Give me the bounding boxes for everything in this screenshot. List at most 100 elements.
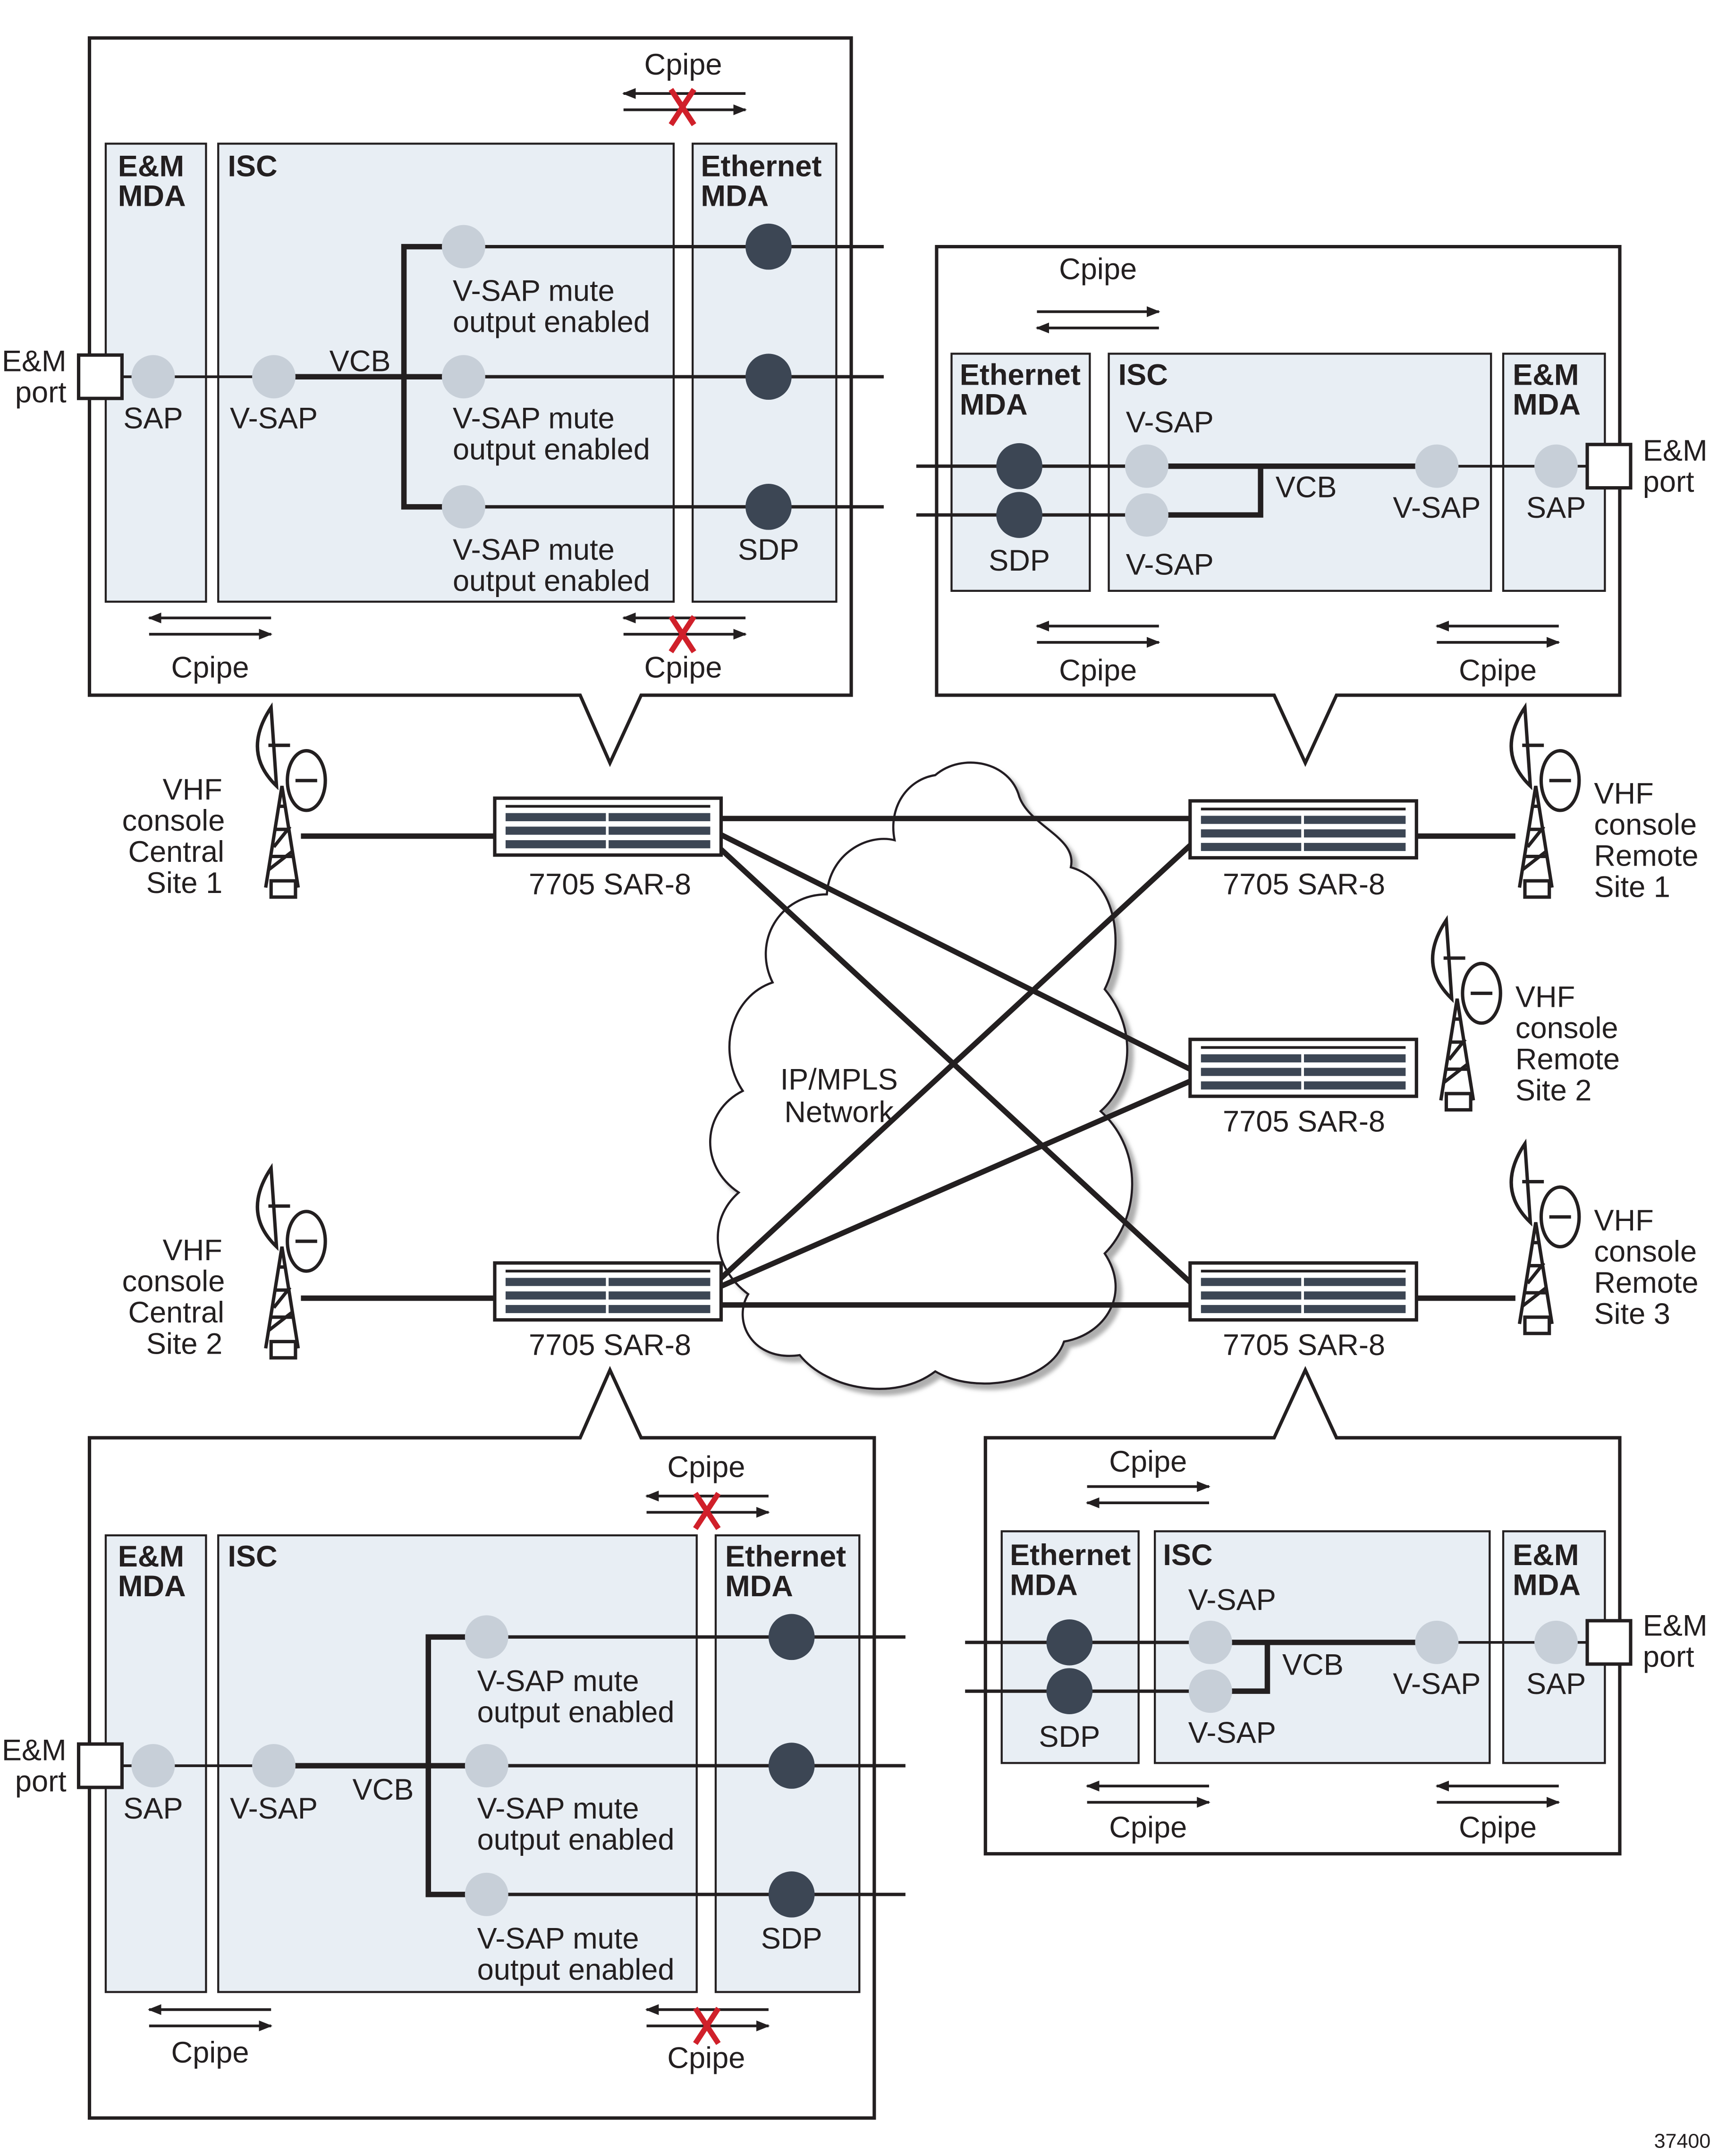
svg-text:VCB: VCB bbox=[1276, 471, 1337, 504]
svg-text:VHF: VHF bbox=[163, 1234, 222, 1267]
vsap-mute-label: output enabled bbox=[453, 564, 650, 598]
svg-text:VHF: VHF bbox=[163, 773, 222, 806]
figure-id: 37400 bbox=[1654, 2130, 1711, 2153]
antenna-tower-icon bbox=[1509, 1138, 1581, 1335]
svg-text:Cpipe: Cpipe bbox=[1059, 654, 1137, 687]
svg-text:E&M: E&M bbox=[1643, 434, 1708, 467]
svg-text:V-SAP: V-SAP bbox=[1188, 1583, 1276, 1617]
router-label-central-1: 7705 SAR-8 bbox=[529, 868, 691, 901]
svg-text:SAP: SAP bbox=[1526, 491, 1586, 524]
vsap-mute-label: V-SAP mute bbox=[453, 533, 615, 566]
svg-text:console: console bbox=[122, 804, 225, 837]
router-remote-3 bbox=[1188, 1261, 1418, 1322]
cpipe-label: Cpipe bbox=[644, 651, 722, 684]
svg-text:Site 1: Site 1 bbox=[146, 867, 223, 900]
svg-text:Site 2: Site 2 bbox=[146, 1327, 223, 1360]
vsap-mute-node bbox=[441, 485, 485, 529]
antenna-tower-icon bbox=[1430, 915, 1502, 1112]
svg-text:SAP: SAP bbox=[1526, 1668, 1586, 1701]
svg-text:VCB: VCB bbox=[352, 1773, 414, 1806]
svg-text:Cpipe: Cpipe bbox=[171, 2036, 249, 2069]
svg-text:Remote: Remote bbox=[1594, 840, 1698, 873]
site-label-central-2: VHF console Central Site 2 bbox=[122, 1234, 225, 1360]
svg-text:V-SAP: V-SAP bbox=[1393, 491, 1481, 524]
sdp-label: SDP bbox=[738, 533, 799, 566]
svg-text:SDP: SDP bbox=[989, 544, 1050, 577]
router-label-remote-3: 7705 SAR-8 bbox=[1223, 1329, 1385, 1362]
svg-text:V-SAP: V-SAP bbox=[1188, 1716, 1276, 1749]
cpipe-label: Cpipe bbox=[171, 651, 249, 684]
router-remote-1 bbox=[1188, 799, 1418, 860]
vsap-mute-label: output enabled bbox=[453, 433, 650, 466]
svg-text:ISC: ISC bbox=[228, 1540, 277, 1573]
svg-text:Cpipe: Cpipe bbox=[667, 1451, 745, 1484]
vsap-node bbox=[252, 355, 296, 399]
svg-text:Site 1: Site 1 bbox=[1594, 871, 1670, 904]
svg-text:MDA: MDA bbox=[725, 1570, 793, 1603]
svg-text:E&M: E&M bbox=[1513, 1539, 1579, 1572]
network-label-line1: IP/MPLS bbox=[780, 1063, 898, 1096]
svg-text:SAP: SAP bbox=[123, 1792, 183, 1825]
svg-text:Ethernet: Ethernet bbox=[960, 358, 1081, 391]
svg-text:VHF: VHF bbox=[1515, 980, 1575, 1013]
svg-text:V-SAP mute: V-SAP mute bbox=[477, 1665, 639, 1698]
antenna-tower-icon bbox=[255, 1163, 327, 1360]
sdp-node bbox=[745, 354, 792, 400]
vsap-mute-label: output enabled bbox=[453, 305, 650, 338]
router-central-2 bbox=[493, 1261, 723, 1322]
svg-text:console: console bbox=[1515, 1011, 1618, 1044]
sap-node bbox=[131, 355, 175, 399]
svg-text:E&M: E&M bbox=[1513, 358, 1579, 391]
svg-text:port: port bbox=[1643, 1640, 1694, 1673]
svg-text:console: console bbox=[1594, 808, 1697, 842]
antenna-tower-icon bbox=[1509, 702, 1581, 899]
svg-text:Cpipe: Cpipe bbox=[1109, 1445, 1187, 1478]
callout-central-1: E&M MDA ISC Ethernet MDA E&M port SAP V-… bbox=[2, 36, 884, 767]
router-label-central-2: 7705 SAR-8 bbox=[529, 1329, 691, 1362]
isc-title: ISC bbox=[228, 150, 277, 183]
svg-text:ISC: ISC bbox=[1118, 358, 1168, 391]
callout-central-2: E&M MDA ISC Ethernet MDA E&M port SAP V-… bbox=[2, 1365, 906, 2120]
svg-text:output enabled: output enabled bbox=[477, 1696, 675, 1729]
svg-text:output enabled: output enabled bbox=[477, 1823, 675, 1856]
svg-text:Central: Central bbox=[128, 1296, 224, 1329]
em-port-label: E&M bbox=[2, 345, 67, 378]
sap-label: SAP bbox=[123, 402, 183, 435]
svg-text:MDA: MDA bbox=[1010, 1568, 1078, 1601]
blocked-cross-icon bbox=[669, 88, 696, 654]
ethernet-mda-title: Ethernet bbox=[701, 150, 821, 183]
site-label-remote-3: VHF console Remote Site 3 bbox=[1594, 1204, 1698, 1331]
router-central-1 bbox=[493, 796, 723, 857]
em-mda-title: E&M bbox=[118, 150, 184, 183]
vsap-mute-label: V-SAP mute bbox=[453, 274, 615, 307]
svg-text:MDA: MDA bbox=[118, 1570, 186, 1603]
svg-text:VHF: VHF bbox=[1594, 777, 1653, 810]
router-label-remote-1: 7705 SAR-8 bbox=[1223, 868, 1385, 901]
svg-text:Site 3: Site 3 bbox=[1594, 1297, 1670, 1331]
callout-remote-1: Ethernet MDA ISC E&M MDA E&M port SDP V-… bbox=[916, 244, 1708, 767]
callout-remote-3: Ethernet MDA ISC E&M MDA E&M port SDP V-… bbox=[965, 1366, 1708, 1856]
svg-text:MDA: MDA bbox=[960, 388, 1028, 421]
svg-text:ISC: ISC bbox=[1163, 1539, 1212, 1572]
svg-text:Ethernet: Ethernet bbox=[1010, 1539, 1131, 1572]
antenna-tower-icon bbox=[255, 702, 327, 899]
svg-text:SDP: SDP bbox=[761, 1922, 822, 1955]
router-label-remote-2: 7705 SAR-8 bbox=[1223, 1105, 1385, 1138]
em-mda-title: MDA bbox=[118, 179, 186, 212]
svg-text:console: console bbox=[1594, 1235, 1697, 1268]
sdp-node bbox=[745, 223, 792, 270]
site-label-central-1: VHF console Central Site 1 bbox=[122, 773, 225, 900]
svg-text:port: port bbox=[15, 1765, 67, 1798]
svg-text:Cpipe: Cpipe bbox=[1059, 253, 1137, 286]
svg-text:SDP: SDP bbox=[1039, 1720, 1100, 1753]
svg-text:V-SAP mute: V-SAP mute bbox=[477, 1922, 639, 1955]
svg-text:V-SAP: V-SAP bbox=[1393, 1668, 1481, 1701]
ip-mpls-cloud: IP/MPLS Network bbox=[709, 761, 1134, 1390]
svg-text:output enabled: output enabled bbox=[477, 1954, 675, 1987]
em-port-label: port bbox=[15, 376, 67, 409]
svg-text:port: port bbox=[1643, 465, 1694, 498]
svg-text:MDA: MDA bbox=[1513, 388, 1581, 421]
wan-links bbox=[301, 816, 1515, 1308]
vsap-mute-node bbox=[441, 225, 485, 269]
